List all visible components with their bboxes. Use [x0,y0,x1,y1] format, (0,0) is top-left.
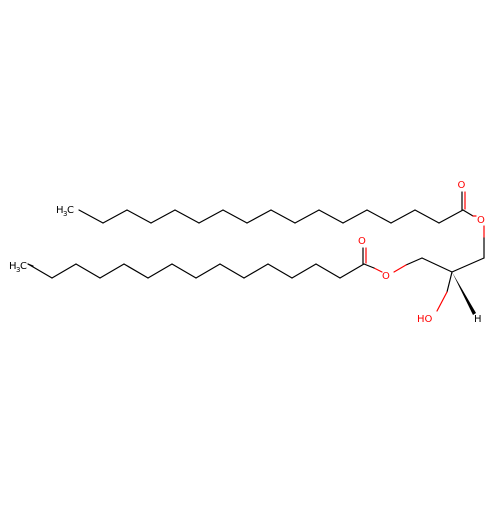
lower-chain-bond [75,263,101,279]
lower-ch3-h: H [9,261,17,272]
lower-ester-oxygen: O [382,271,390,282]
hydroxyl-bond-b [436,291,448,312]
upper-ch3-h: H [56,205,64,216]
upper-ch3-label: H 3 C [56,205,74,218]
lower-chain-bond [243,263,269,279]
upper-ch3-sub: 3 [63,210,67,218]
stereo-hydrogen-label: H [474,314,482,325]
upper-chain-bond [438,209,464,224]
lower-ch3-label: H 3 C [9,261,27,274]
upper-ch3-c: C [67,205,74,216]
upper-chain-bond [78,209,104,224]
glycerol-bond-1 [451,257,485,273]
upper-chain-bond [198,209,224,224]
lower-carbonyl-oxygen: O [358,236,366,247]
upper-chain-bond [222,209,248,224]
lower-chain-bond [51,263,77,279]
lower-chain-bond [195,263,221,279]
upper-chain-bond [150,209,176,224]
upper-ester-oxygen: O [477,215,485,226]
lower-chain-bond [315,263,341,279]
stereo-wedge-bond [452,272,476,315]
lower-chain-bond [123,263,149,279]
upper-chain-bond [318,209,344,224]
lower-chain-bond [291,263,317,279]
lower-chain-bond [147,263,173,279]
hydroxyl-label: HO [417,314,433,325]
upper-chain-bond [270,209,296,224]
upper-chain-bond [246,209,272,224]
upper-chain-bond [174,209,200,224]
lower-chain-bond [99,263,125,279]
upper-chain-bond [342,209,368,224]
lower-ester-bond-b [363,263,375,269]
lower-ch3-sub: 3 [16,266,20,274]
lower-chain-bond [27,263,53,279]
lower-chain-bond [267,263,293,279]
upper-chain-bond [294,209,320,224]
lower-chain-bond [171,263,197,279]
lower-och2-bond-b [393,264,407,273]
upper-chain-bond [390,209,416,224]
upper-carbonyl-oxygen: O [458,180,466,191]
upper-chain-bond [366,209,392,224]
upper-chain-bond [126,209,152,224]
hydroxyl-bond-a [446,271,453,293]
lower-chain-bond [27,263,34,267]
glycerol-bond-2 [421,257,453,273]
lower-chain-bond [219,263,245,279]
upper-chain-bond [414,209,440,224]
lower-chain-bond [339,263,365,279]
lower-ester-bond-a [373,267,383,273]
upper-ester-bond-a [462,209,474,217]
lower-ch3-c: C [20,261,27,272]
upper-chain-bond [102,209,128,224]
lower-och2-bond-a [405,257,423,266]
